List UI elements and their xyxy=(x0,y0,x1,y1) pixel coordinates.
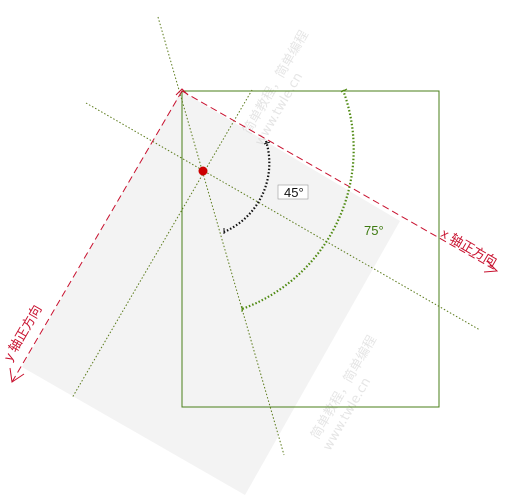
angle-label-45: 45° xyxy=(284,185,304,200)
origin-corner-mark xyxy=(175,88,189,96)
y-axis-line xyxy=(11,90,183,383)
x-axis-line xyxy=(181,90,498,272)
x-axis-label: x 轴正方向 xyxy=(439,226,500,270)
guide-line-shallow xyxy=(85,102,481,331)
angle-arc-75-tick-start xyxy=(340,88,348,93)
x-axis-arrowhead xyxy=(483,260,499,273)
angle-arc-45 xyxy=(223,140,271,234)
rotation-center-point xyxy=(198,166,208,176)
original-rectangle xyxy=(181,90,440,408)
angle-arc-45-tick-start xyxy=(263,141,271,145)
y-axis-arrowhead xyxy=(9,367,25,383)
guide-line-steep xyxy=(157,16,285,456)
angle-arc-75 xyxy=(241,89,355,311)
angle-label-45-box xyxy=(277,184,309,200)
angle-label-75: 75° xyxy=(364,223,384,238)
